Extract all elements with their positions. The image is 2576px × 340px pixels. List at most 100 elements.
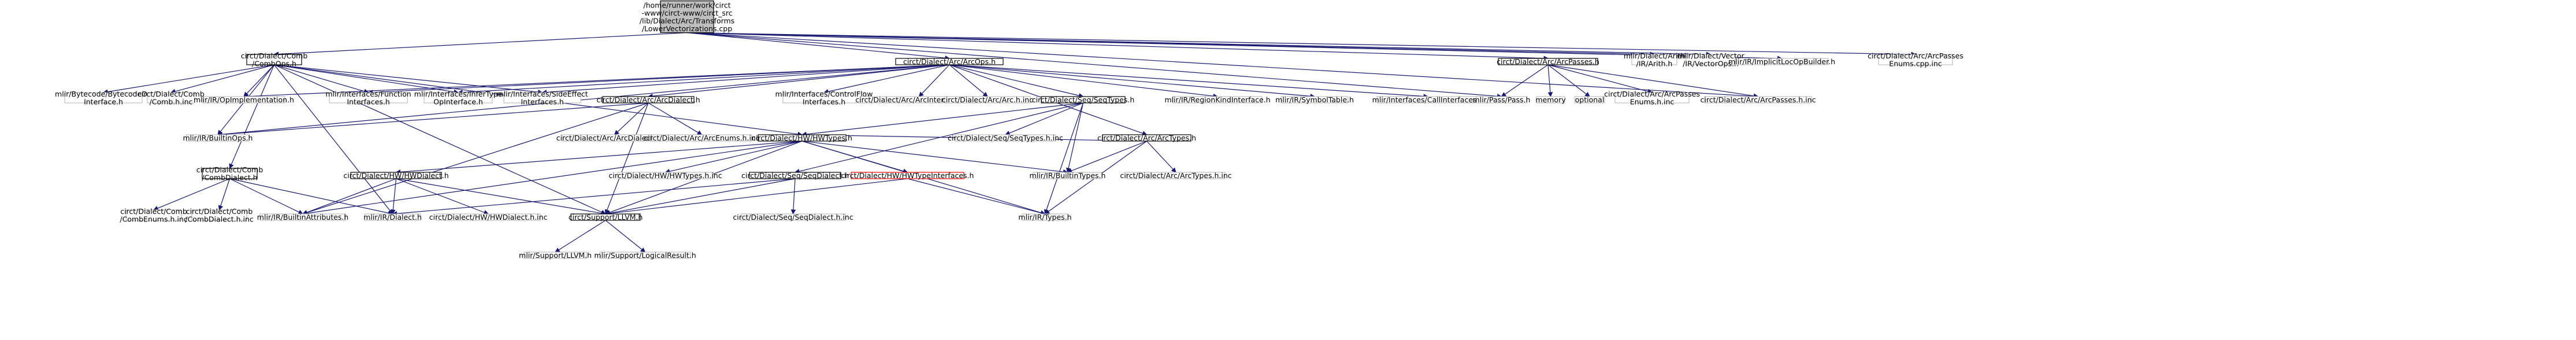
edge-arcops-to-archinc bbox=[949, 64, 985, 94]
node-arcdialect[interactable]: circt/Dialect/Arc/ArcDialect.h bbox=[596, 95, 700, 104]
edge-combops-to-opimpl bbox=[246, 64, 274, 94]
node-label-line: mlir/IR/RegionKindInterface.h bbox=[1164, 95, 1270, 104]
node-llvm[interactable]: circt/Support/LLVM.h bbox=[569, 213, 643, 221]
node-seqdialect[interactable]: circt/Dialect/Seq/SeqDialect.h bbox=[741, 171, 849, 180]
edge-arcdialect-to-builtinattrs bbox=[306, 102, 649, 213]
edge-hwtypes-to-hwtypes_hinc bbox=[669, 141, 803, 172]
node-box bbox=[1704, 96, 1812, 104]
edge-arcdialect-to-arcenums bbox=[648, 102, 699, 133]
node-box bbox=[1041, 96, 1126, 104]
edge-arrowhead bbox=[1171, 167, 1176, 173]
edge-arcdialect-to-llvm bbox=[606, 102, 649, 210]
node-symboltable: mlir/IR/SymbolTable.h bbox=[1275, 95, 1354, 104]
node-label-line: /CombDialect.h.inc bbox=[185, 215, 254, 223]
node-seqtypes[interactable]: circt/Dialect/Seq/SeqTypes.h bbox=[1032, 95, 1135, 104]
node-combops[interactable]: circt/Dialect/Comb/CombOps.h bbox=[241, 51, 308, 68]
node-arcops[interactable]: circt/Dialect/Arc/ArcOps.h bbox=[895, 57, 1004, 66]
node-seqtypes_hinc: circt/Dialect/Seq/SeqTypes.h.inc bbox=[948, 134, 1063, 142]
node-label-line: Interfaces.h bbox=[347, 97, 389, 106]
node-label-line: circt/Dialect/Arc/ArcEnums.h.inc bbox=[644, 134, 760, 142]
node-memory: memory bbox=[1535, 95, 1566, 104]
node-label-line: circt/Dialect/Arc/ArcPasses bbox=[1604, 90, 1700, 98]
edge-seqdialect-to-llvm bbox=[609, 178, 796, 214]
node-box bbox=[602, 96, 695, 104]
edge-hwdialect-to-hwdialect_hinc bbox=[396, 178, 485, 213]
node-box bbox=[660, 0, 714, 34]
node-box bbox=[350, 172, 442, 179]
node-arith: mlir/Dialect/Arith/IR/Arith.h bbox=[1624, 51, 1685, 68]
node-label-line: circt/Dialect/HW/HWDialect.h.inc bbox=[429, 213, 548, 221]
graph-nodes: /home/runner/work/circt-www/circt-www/ci… bbox=[55, 0, 1963, 260]
edge-combdialect-to-builtinattrs bbox=[229, 178, 299, 213]
node-label-line: mlir/Support/LLVM.h bbox=[519, 251, 592, 260]
node-box bbox=[259, 213, 346, 221]
node-label-line: /CombOps.h bbox=[252, 59, 296, 68]
edge-arrowhead bbox=[218, 205, 223, 211]
node-box bbox=[1614, 92, 1690, 104]
node-hwtypes_hinc: circt/Dialect/HW/HWTypes.h.inc bbox=[608, 171, 722, 180]
edge-arcpasses-to-arcpasses_hinc bbox=[1547, 64, 1754, 97]
edge-arcdialect-to-builtinops bbox=[221, 102, 649, 135]
node-box bbox=[758, 134, 847, 142]
edge-arcpasses-to-memory bbox=[1547, 64, 1551, 93]
node-builtintypes: mlir/IR/BuiltinTypes.h bbox=[1030, 171, 1106, 180]
node-label-line: Interfaces.h bbox=[521, 97, 563, 106]
node-label-line: circt/Dialect/Arc/ArcPasses.h bbox=[1497, 57, 1599, 66]
node-label-line: /Comb.h.inc bbox=[150, 97, 193, 106]
node-box bbox=[651, 134, 752, 142]
edge-arctypes-to-builtintypes bbox=[1071, 141, 1147, 171]
node-arcpasses_hinc: circt/Dialect/Arc/ArcPasses.h.inc bbox=[1701, 95, 1816, 104]
edge-hwtypes-to-builtintypes bbox=[801, 141, 1064, 172]
node-combh: circt/Dialect/Comb/Comb.h.inc bbox=[138, 90, 205, 106]
node-box bbox=[955, 134, 1056, 142]
edge-arrowhead bbox=[229, 163, 234, 169]
node-combdialect[interactable]: circt/Dialect/Comb/CombDialect.h bbox=[196, 165, 263, 182]
edge-hwtypes-to-builtinattrs bbox=[306, 141, 803, 214]
node-hwtypeif[interactable]: circt/Dialect/HW/HWTypeInterfaces.h bbox=[841, 171, 974, 180]
node-box bbox=[424, 92, 493, 104]
node-label-line: Interface.h bbox=[84, 97, 123, 106]
node-label-line: circt/Dialect/Seq/SeqTypes.h.inc bbox=[948, 134, 1063, 142]
node-passpass: mlir/Pass/Pass.h bbox=[1473, 95, 1531, 104]
graph-edges bbox=[102, 32, 1917, 253]
node-irtypes: mlir/IR/Types.h bbox=[1018, 213, 1071, 221]
edge-seqtypes-to-seqtypes_hinc bbox=[1009, 102, 1083, 134]
node-box bbox=[202, 168, 258, 179]
edge-arcops-to-builtinops bbox=[221, 64, 950, 135]
node-label-line: circt/Dialect/Arc/ArcPasses bbox=[1868, 51, 1963, 60]
node-vectorops: mlir/Dialect/Vector/IR/VectorOps.h bbox=[1677, 51, 1744, 68]
edge-hwdialect-to-builtinattrs bbox=[306, 178, 396, 213]
node-label-line: Enums.cpp.inc bbox=[1889, 59, 1942, 68]
node-combenums: circt/Dialect/Comb/CombEnums.h.inc bbox=[120, 207, 187, 224]
node-arcpasses[interactable]: circt/Dialect/Arc/ArcPasses.h bbox=[1497, 57, 1599, 66]
node-label-line: circt/Dialect/Comb bbox=[120, 207, 187, 216]
node-label-line: circt/Dialect/HW/HWTypes.h bbox=[752, 134, 852, 142]
node-hwtypes[interactable]: circt/Dialect/HW/HWTypes.h bbox=[752, 134, 852, 142]
edge-arrowhead bbox=[790, 209, 796, 215]
node-implicitloc: mlir/IR/ImplicitLocOpBuilder.h bbox=[1728, 57, 1835, 66]
node-root[interactable]: /home/runner/work/circt-www/circt-www/ci… bbox=[640, 0, 734, 34]
node-label-line: /IR/Arith.h bbox=[1636, 59, 1673, 68]
edge-arcops-to-infertype bbox=[462, 64, 950, 93]
node-arctypes[interactable]: circt/Dialect/Arc/ArcTypes.h bbox=[1097, 134, 1196, 142]
node-label-line: mlir/Dialect/Arith bbox=[1624, 51, 1685, 60]
node-hwdialect[interactable]: circt/Dialect/HW/HWDialect.h bbox=[343, 171, 448, 180]
edge-root-to-passpass bbox=[686, 32, 1498, 97]
node-box bbox=[147, 92, 195, 104]
node-opimpl: mlir/IR/OpImplementation.h bbox=[194, 95, 294, 104]
node-box bbox=[1574, 96, 1605, 104]
edge-hwtypes-to-hwdialect bbox=[400, 141, 803, 173]
edge-root-to-implicitloc bbox=[686, 32, 1778, 59]
node-irdialect: mlir/IR/Dialect.h bbox=[363, 213, 422, 221]
node-box bbox=[1172, 96, 1263, 104]
node-label-line: circt/Dialect/Arc/ArcPasses.h.inc bbox=[1701, 95, 1816, 104]
edge-combops-to-bytecodeop bbox=[107, 64, 274, 93]
node-box bbox=[740, 213, 846, 221]
node-label-line: circt/Dialect/Arc/ArcDialect.h.inc bbox=[556, 134, 673, 142]
node-label-line: /lib/Dialect/Arc/Transforms bbox=[640, 16, 734, 25]
edge-arrowhead bbox=[1044, 209, 1051, 215]
